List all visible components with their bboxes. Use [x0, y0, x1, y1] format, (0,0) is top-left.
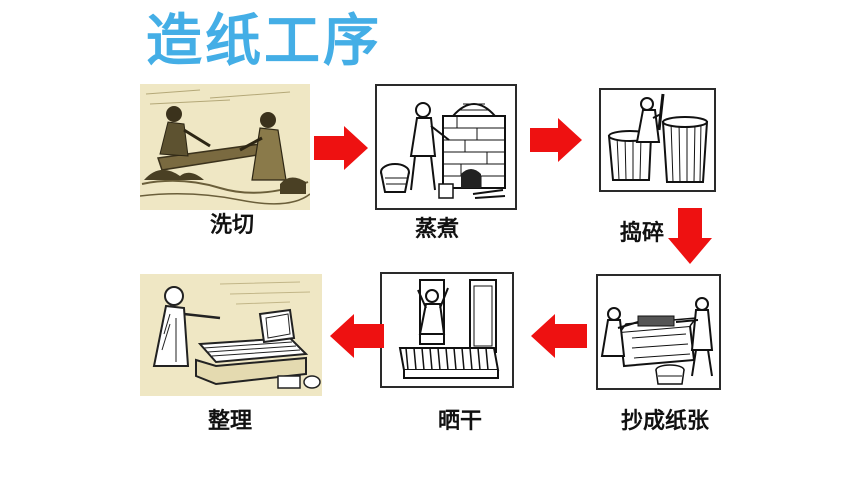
arrow-down — [668, 208, 712, 264]
step-label-steaming: 蒸煮 — [414, 217, 460, 242]
illustration-steaming — [375, 84, 517, 210]
illustration-drying — [380, 272, 514, 388]
diagram-title: 造纸工序 — [146, 9, 382, 74]
step-label-pounding: 捣碎 — [619, 221, 665, 246]
arrow-right-2 — [530, 118, 582, 162]
illustration-pounding — [599, 88, 716, 192]
step-label-washing-cutting: 洗切 — [209, 213, 255, 238]
step-label-finishing: 整理 — [207, 409, 253, 434]
arrow-right-1 — [314, 126, 368, 170]
illustration-sheet-forming — [596, 274, 721, 390]
arrow-left-1 — [531, 314, 587, 358]
illustration-finishing — [140, 274, 322, 396]
illustration-washing-cutting — [140, 84, 310, 210]
step-label-sheet-forming: 抄成纸张 — [620, 409, 710, 434]
arrow-left-2 — [330, 314, 384, 358]
step-label-drying: 晒干 — [437, 409, 483, 434]
